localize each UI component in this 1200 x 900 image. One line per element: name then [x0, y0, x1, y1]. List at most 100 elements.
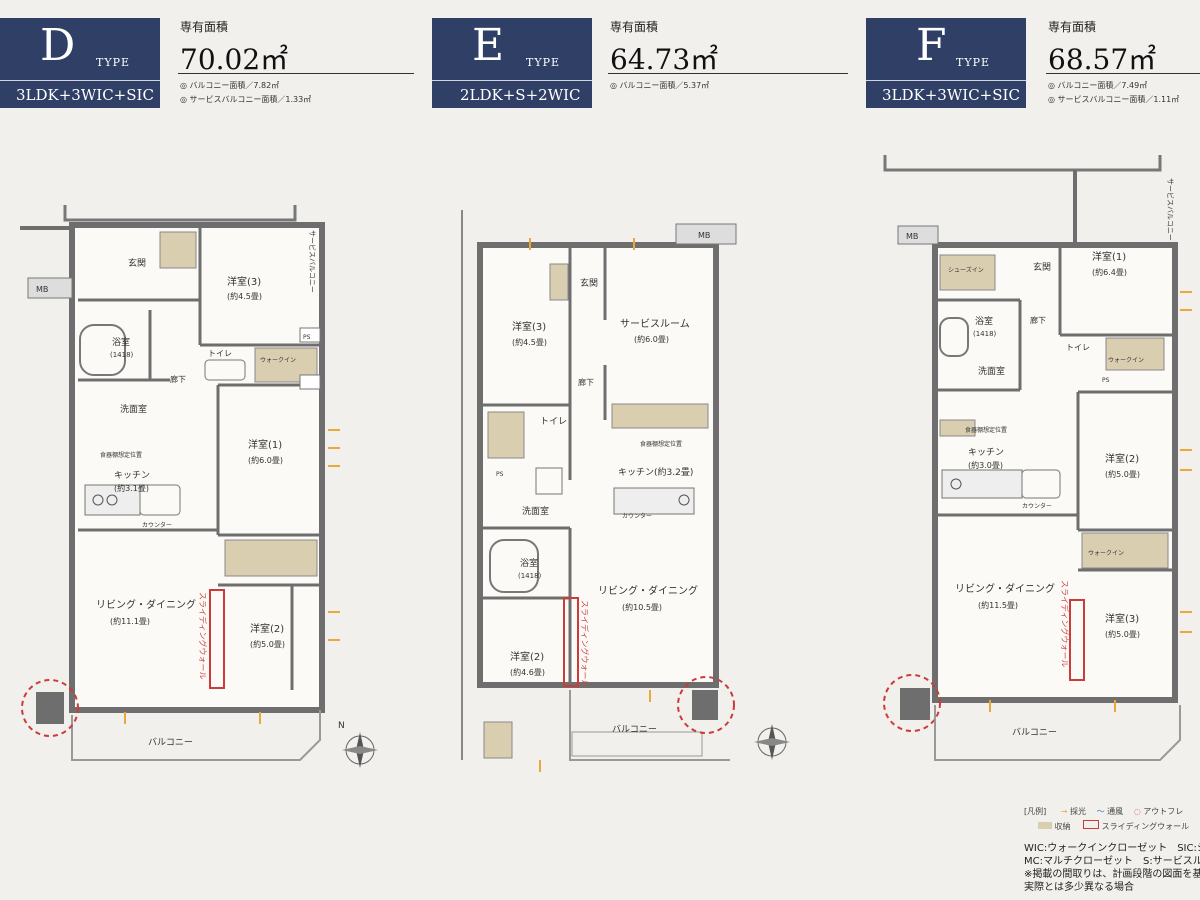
type-f-word: TYPE: [956, 56, 991, 69]
plan-e-bath-size: (1418): [518, 572, 542, 580]
plan-f-bath: 浴室: [975, 315, 993, 327]
plan-f-western2-size: (約5.0畳): [1105, 469, 1140, 479]
plan-e-corridor: 廊下: [578, 377, 594, 387]
plan-d-kitchen: キッチン: [114, 470, 150, 481]
plan-e-bath: 浴室: [520, 557, 538, 569]
plan-f-kitchen: キッチン: [968, 447, 1004, 458]
plan-e-sliding-wall: [563, 597, 579, 687]
plan-f-food-storage: 食器棚想定位置: [965, 426, 1007, 434]
plan-d-living-size: (約11.1畳): [110, 616, 150, 626]
plan-d-washroom: 洗面室: [120, 403, 147, 415]
type-e-badge: E TYPE 2LDK+S+2WIC: [432, 18, 592, 108]
plan-d-kitchen-size: (約3.1畳): [114, 483, 149, 493]
type-f-letter: F: [916, 20, 947, 71]
plan-d-entrance: 玄関: [128, 257, 146, 269]
plan-f-walkin-b: ウォークイン: [1088, 549, 1124, 557]
plan-f-western1: 洋室(1): [1092, 250, 1126, 263]
type-e-word: TYPE: [526, 56, 561, 69]
plan-d-counter: カウンター: [142, 521, 172, 529]
type-e-area-value: 64.73㎡: [610, 43, 719, 76]
type-e-layout: 2LDK+S+2WIC: [460, 86, 581, 104]
legend-sliding-swatch: [1083, 820, 1100, 829]
type-f-layout: 3LDK+3WIC+SIC: [882, 86, 1020, 104]
footnote-line-4: 実際とは多少異なる場合: [1024, 882, 1134, 893]
plan-d-ps: PS: [303, 334, 311, 341]
plan-e: MB 玄関 洋室(3) (約4.5畳) サービ: [461, 210, 790, 772]
plan-d-corridor: 廊下: [170, 374, 186, 384]
legend-outframe-icon: ◌: [1133, 807, 1141, 816]
legend-row2: 収納 スライディングウォール: [1024, 820, 1189, 832]
type-e-balcony-note: ◎ バルコニー面積／5.37㎡: [610, 81, 710, 90]
type-d-area-label: 専有面積: [180, 20, 229, 34]
plan-e-sliding-label: スライディングウォール: [580, 600, 590, 687]
legend-air: 通風: [1107, 807, 1124, 816]
svg-text:N: N: [338, 721, 345, 731]
legend-sliding-wall: スライディングウォール: [1101, 822, 1190, 831]
plan-d-outline: [69, 222, 325, 713]
legend: [凡例] → 採光 〜 通風 ◌ アウトフレ: [1024, 806, 1183, 817]
type-f-area-value: 68.57㎡: [1048, 43, 1157, 76]
plan-d-mb-label: MB: [36, 285, 48, 294]
plan-e-toilet: トイレ: [540, 417, 567, 427]
plan-f-toilet: トイレ: [1066, 343, 1090, 352]
legend-storage-swatch: [1038, 822, 1052, 829]
plan-e-entrance: 玄関: [580, 277, 598, 289]
plan-e-food-storage: 食器棚想定位置: [640, 440, 682, 448]
plan-d-mb: [27, 277, 73, 299]
legend-light-icon: →: [1060, 807, 1068, 816]
plan-d-western3-size: (約4.5畳): [227, 291, 262, 301]
type-d-service-balcony-note: ◎ サービスバルコニー面積／1.33㎡: [180, 95, 312, 104]
footnote-line-1: WIC:ウォークインクローゼット SIC:シューズ: [1024, 843, 1200, 854]
plan-f-mb-label: MB: [906, 232, 918, 241]
footnote-line-3: ※掲載の間取りは、計画段階の図面を基に: [1024, 869, 1200, 880]
plan-f-shoes-closet: シューズイン: [948, 266, 984, 274]
plan-d-bath-size: (1418): [110, 351, 134, 359]
plan-d-bath: 浴室: [112, 336, 130, 348]
type-e-area-label: 専有面積: [610, 20, 659, 34]
plan-f-washroom: 洗面室: [978, 365, 1005, 377]
plan-e-washroom: 洗面室: [522, 505, 549, 517]
plan-f-service-balcony: サービスバルコニー: [1166, 178, 1175, 241]
plan-f-balcony: バルコニー: [1012, 727, 1057, 738]
plan-e-western2-size: (約4.6畳): [510, 667, 545, 677]
type-f-balcony-note: ◎ バルコニー面積／7.49㎡: [1048, 81, 1148, 90]
plan-e-western3: 洋室(3): [512, 320, 546, 333]
type-f-badge: F TYPE 3LDK+3WIC+SIC: [866, 18, 1026, 108]
type-d-word: TYPE: [96, 56, 131, 69]
plan-f-corridor: 廊下: [1030, 315, 1046, 325]
type-d-balcony-note: ◎ バルコニー面積／7.82㎡: [180, 81, 280, 90]
legend-title: [凡例]: [1024, 807, 1047, 816]
plan-e-service-room: サービスルーム: [620, 318, 690, 330]
plan-d-living: リビング・ダイニング: [96, 598, 196, 611]
plan-f-living-size: (約11.5畳): [978, 600, 1018, 610]
plan-f-western3-size: (約5.0畳): [1105, 629, 1140, 639]
plan-e-western3-size: (約4.5畳): [512, 337, 547, 347]
plan-f: MB シューズイン 玄関 洋室(1) (約6.4畳) 浴室 (1418): [883, 155, 1192, 761]
plan-f-entrance: 玄関: [1033, 261, 1051, 273]
plan-f-kitchen-size: (約3.0畳): [968, 460, 1003, 470]
plan-f-bath-size: (1418): [973, 330, 997, 338]
plan-d: MB: [20, 205, 378, 768]
footnote-line-2: MC:マルチクローゼット S:サービスルーム: [1024, 856, 1200, 867]
plan-d-western1-size: (約6.0畳): [248, 455, 283, 465]
plan-e-compass: [754, 724, 790, 760]
plan-f-sliding-wall: [1069, 599, 1085, 681]
legend-storage: 収納: [1054, 822, 1071, 831]
plan-d-toilet: トイレ: [208, 349, 232, 358]
legend-outframe: アウトフレ: [1143, 807, 1184, 816]
plan-f-western1-size: (約6.4畳): [1092, 267, 1127, 277]
plan-f-western2: 洋室(2): [1105, 452, 1139, 465]
type-f-service-balcony-note: ◎ サービスバルコニー面積／1.11㎡: [1048, 95, 1180, 104]
plan-d-sliding-wall: [209, 589, 225, 689]
footnotes: WIC:ウォークインクローゼット SIC:シューズ MC:マルチクローゼット S…: [1024, 842, 1200, 894]
plan-e-mb-label: MB: [698, 231, 710, 240]
plan-d-western1: 洋室(1): [248, 438, 282, 451]
plan-e-balcony: バルコニー: [612, 724, 657, 735]
plan-d-western2-size: (約5.0畳): [250, 639, 285, 649]
plan-d-western3: 洋室(3): [227, 275, 261, 288]
plan-d-balcony: バルコニー: [148, 737, 193, 748]
plan-e-living: リビング・ダイニング: [598, 584, 698, 597]
plan-f-living: リビング・ダイニング: [955, 582, 1055, 595]
plan-e-counter: カウンター: [622, 512, 652, 520]
